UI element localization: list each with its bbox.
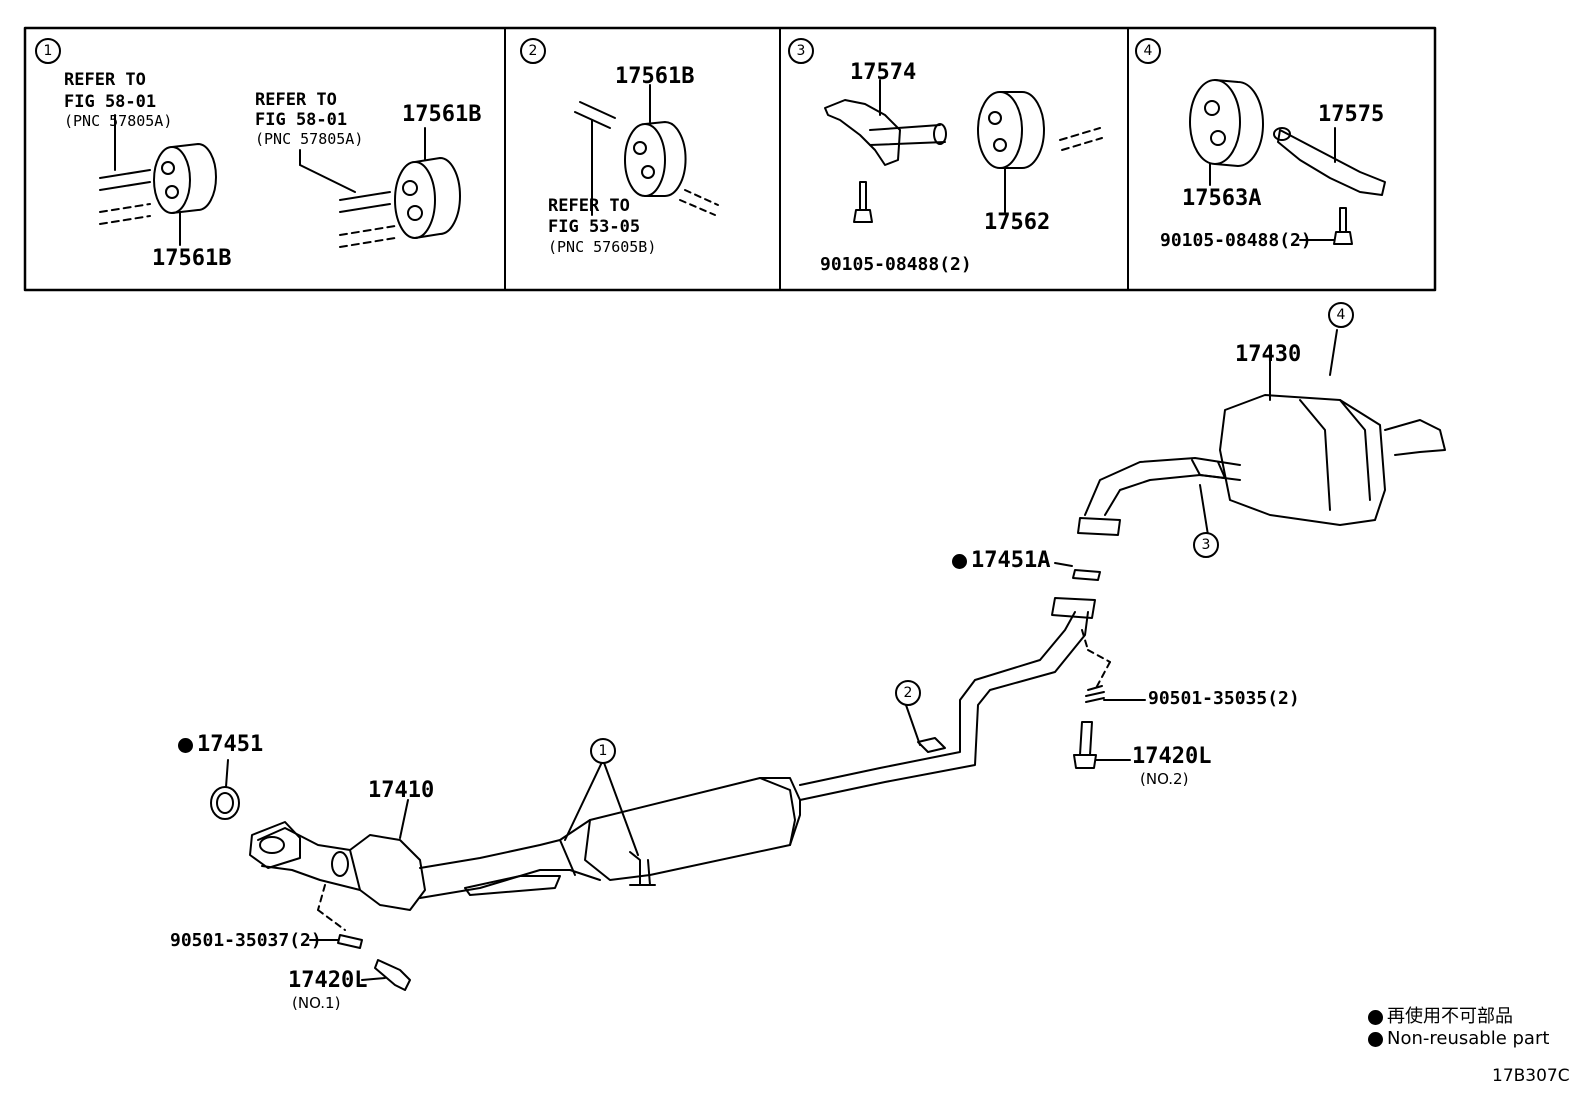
- gasket-front-label: 17451: [178, 734, 263, 756]
- bolt-rear-label: 17420L: [1132, 744, 1212, 769]
- panel-2-refer-line3: (PNC 57605B): [548, 238, 657, 256]
- panel-1-part-bottom: 17561B: [152, 246, 232, 271]
- panel-2-refer-line1: REFER TO: [548, 196, 630, 216]
- panel-4-number: 4: [1135, 38, 1161, 64]
- legend-japanese-text: 再使用不可部品: [1387, 1006, 1513, 1027]
- panel-4-bracket: 17575: [1318, 102, 1385, 127]
- bolt-rear-note: (NO.2): [1140, 770, 1189, 788]
- panel-3-bracket: 17574: [850, 60, 917, 85]
- spring-rear-label: 90501-35035(2): [1148, 688, 1300, 709]
- non-reusable-dot: [952, 553, 967, 569]
- callout-4: 4: [1328, 302, 1354, 328]
- bolt-front-label: 17420L: [288, 968, 368, 993]
- panel-1-refer-a-line2: FIG 58-01: [64, 92, 157, 112]
- panel-3-number: 3: [788, 38, 814, 64]
- legend-dot: [1368, 1009, 1383, 1025]
- legend-dot: [1368, 1031, 1383, 1047]
- gasket-front-text: 17451: [197, 732, 264, 757]
- gasket-rear-label: 17451A: [952, 550, 1050, 572]
- spring-front-label: 90501-35037(2): [170, 930, 322, 951]
- panel-4-drawing: [1189, 79, 1386, 245]
- panel-1-refer-b-line2: FIG 58-01: [255, 110, 348, 130]
- muffler-assembly: [1077, 329, 1446, 536]
- panel-2-drawing: [574, 84, 719, 216]
- legend-english: Non-reusable part: [1368, 1028, 1549, 1049]
- callout-3: 3: [1193, 532, 1219, 558]
- panel-3-drawing: [824, 79, 1103, 223]
- legend-japanese: 再使用不可部品: [1368, 1002, 1513, 1028]
- panel-1-refer-b-line3: (PNC 57805A): [255, 130, 364, 148]
- panel-2-number: 2: [520, 38, 546, 64]
- panel-2-refer-line2: FIG 53-05: [548, 217, 641, 237]
- panel-3-bolt: 90105-08488(2): [820, 254, 972, 275]
- catalytic-converter: [210, 759, 426, 991]
- muffler-label: 17430: [1235, 342, 1302, 367]
- exhaust-pipe: [799, 562, 1146, 801]
- bolt-front-note: (NO.1): [292, 994, 341, 1012]
- panel-2-part: 17561B: [615, 64, 695, 89]
- legend-english-text: Non-reusable part: [1387, 1028, 1550, 1049]
- panel-1-refer-a-line3: (PNC 57805A): [64, 112, 173, 130]
- non-reusable-dot: [178, 737, 193, 753]
- panel-4-bolt: 90105-08488(2): [1160, 230, 1312, 251]
- panel-1-refer-a-line1: REFER TO: [64, 70, 146, 90]
- panel-1-part-top: 17561B: [402, 102, 482, 127]
- panel-3-hanger: 17562: [984, 210, 1051, 235]
- callout-2: 2: [895, 680, 921, 706]
- panel-1-drawing: [99, 114, 461, 248]
- converter-label: 17410: [368, 778, 435, 803]
- panel-1-refer-b-line1: REFER TO: [255, 90, 337, 110]
- center-pipe-resonator: [419, 759, 801, 899]
- inset-frame: [23, 26, 1437, 292]
- gasket-rear-text: 17451A: [971, 548, 1051, 573]
- callout-1: 1: [590, 738, 616, 764]
- panel-1-number: 1: [35, 38, 61, 64]
- diagram-code: 17B307C: [1492, 1066, 1570, 1086]
- panel-4-hanger: 17563A: [1182, 186, 1262, 211]
